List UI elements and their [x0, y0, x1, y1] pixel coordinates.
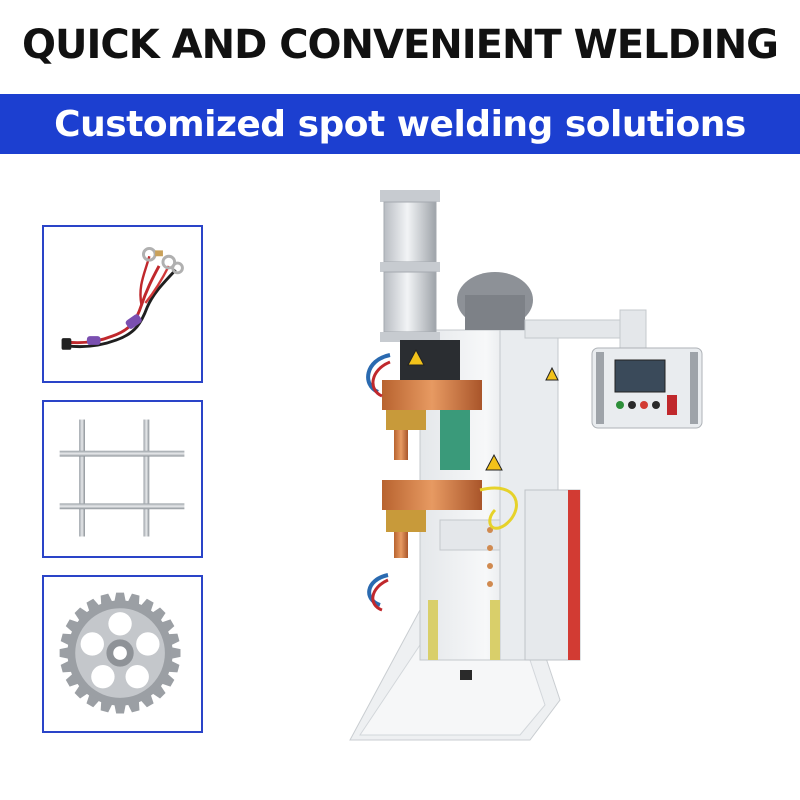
spot-welding-machine-image	[330, 180, 710, 790]
sample-metal-grid-image	[42, 400, 203, 558]
sample-wire-harness-image	[42, 225, 203, 383]
metal-grid-illustration	[59, 419, 185, 537]
page-title: QUICK AND CONVENIENT WELDING	[21, 22, 779, 68]
sample-sprocket-image	[42, 575, 203, 733]
welding-machine-illustration	[349, 190, 703, 741]
wire-harness-illustration	[61, 246, 184, 350]
sprocket-illustration	[59, 592, 181, 714]
subtitle-text: Customized spot welding solutions	[54, 103, 746, 145]
subtitle-banner: Customized spot welding solutions	[0, 94, 800, 154]
